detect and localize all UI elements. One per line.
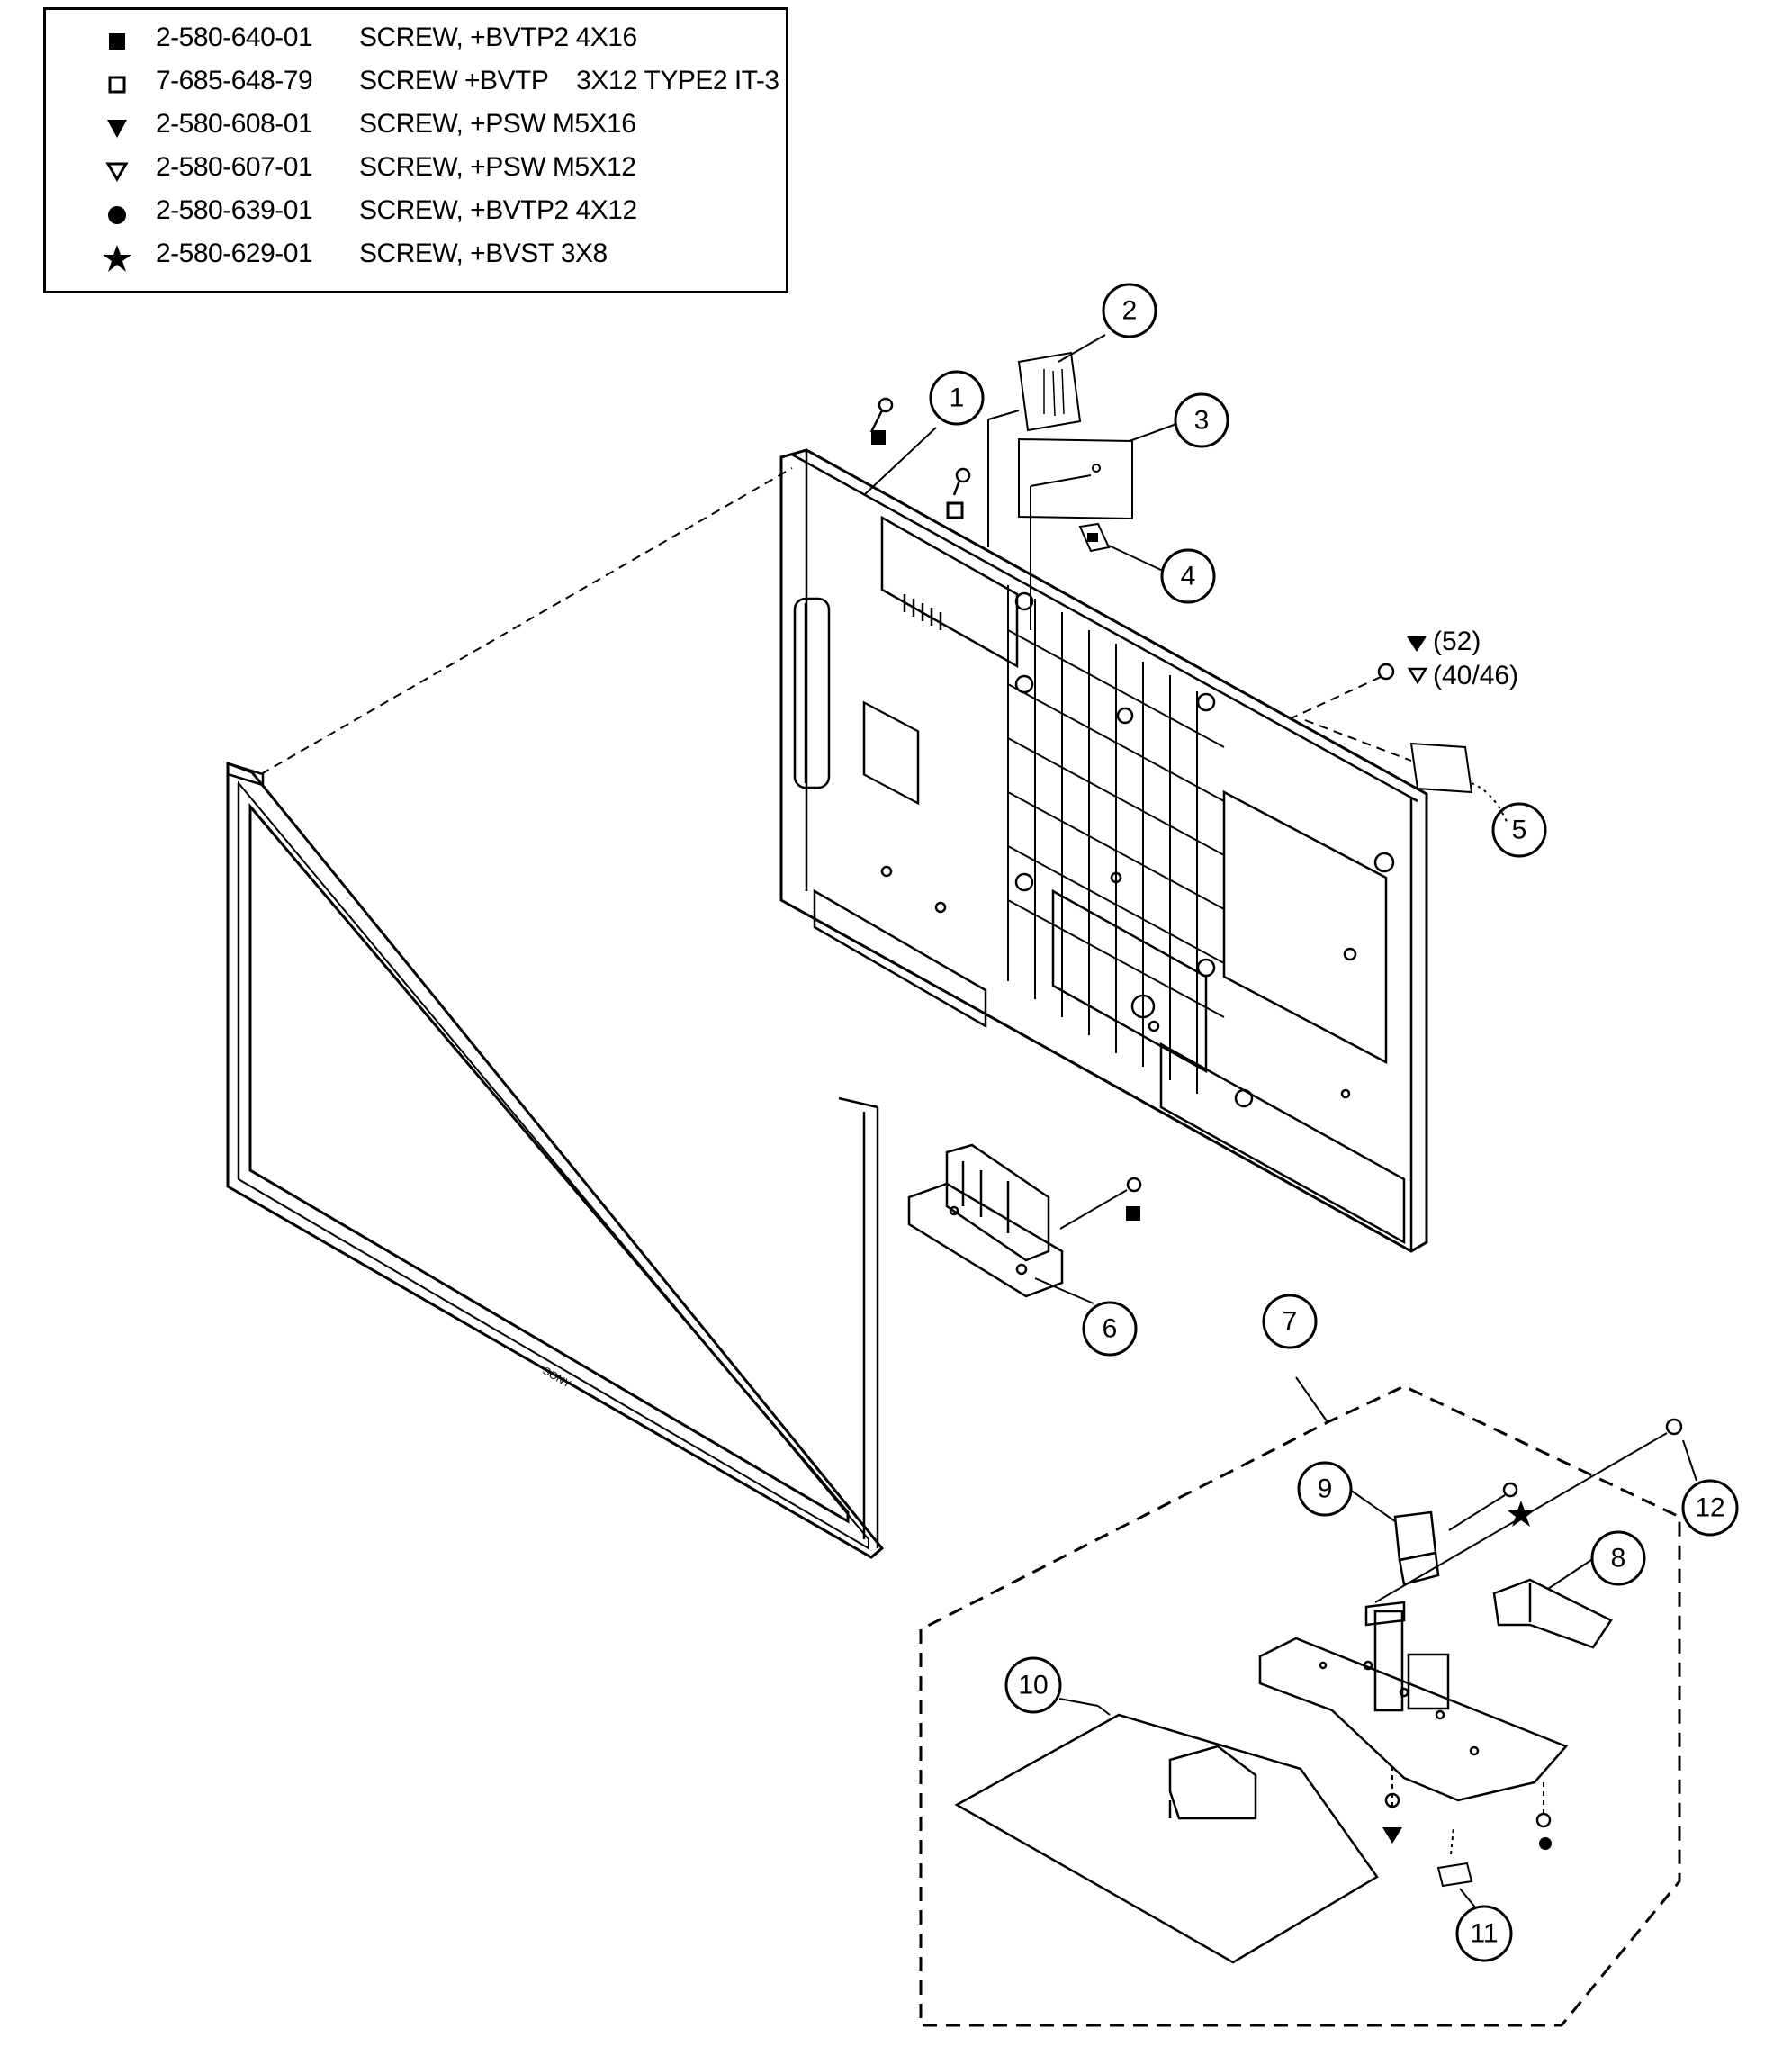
screw-star xyxy=(1448,1482,1535,1531)
screw-legend: 2-580-640-01 SCREW, +BVTP2 4X16 7-685-64… xyxy=(43,7,788,293)
svg-text:SONY: SONY xyxy=(541,1364,573,1390)
screw-12 xyxy=(1374,1418,1683,1603)
part-number: 2-580-607-01 xyxy=(156,152,313,182)
callout-8: 8 xyxy=(1547,1530,1646,1590)
callout-11-number: 11 xyxy=(1470,1919,1498,1949)
part-description: SCREW, +BVST 3X8 xyxy=(359,239,608,268)
callout-9: 9 xyxy=(1297,1461,1396,1522)
part-11-pad xyxy=(1436,1862,1473,1888)
callout-12-number: 12 xyxy=(1695,1493,1724,1523)
callout-7-number: 7 xyxy=(1283,1307,1298,1337)
open-triangle-down-icon xyxy=(105,162,129,182)
callout-8-number: 8 xyxy=(1611,1544,1626,1574)
callout-6-number: 6 xyxy=(1103,1314,1118,1344)
part-description: SCREW, +PSW M5X16 xyxy=(359,109,636,139)
part-2-label-sheet xyxy=(987,351,1082,547)
part-number: 2-580-639-01 xyxy=(156,195,313,225)
part-6-bracket xyxy=(907,1143,1142,1298)
stand-assembly-outline xyxy=(919,1384,1681,2027)
screw-open-square-top xyxy=(946,467,971,519)
legend-row: 2-580-629-01 SCREW, +BVST 3X8 xyxy=(46,237,786,280)
callout-4-number: 4 xyxy=(1181,562,1196,591)
callout-11: 11 xyxy=(1455,1888,1513,1962)
callout-3: 3 xyxy=(1129,392,1229,448)
callout-2: 2 xyxy=(1058,283,1157,363)
filled-square-icon xyxy=(109,33,125,50)
callout-5-number: 5 xyxy=(1512,816,1527,845)
part-number: 2-580-608-01 xyxy=(156,109,313,139)
star-icon xyxy=(103,245,131,272)
part-3-sheet xyxy=(1018,437,1133,630)
part-number: 7-685-648-79 xyxy=(156,66,313,95)
legend-row: 2-580-640-01 SCREW, +BVTP2 4X16 xyxy=(46,21,786,64)
part-9-bracket xyxy=(1393,1510,1440,1586)
filled-triangle-down-icon xyxy=(107,120,127,138)
part-number: 2-580-629-01 xyxy=(156,239,313,268)
open-square-icon xyxy=(108,76,126,94)
callout-7: 7 xyxy=(1262,1294,1318,1349)
callout-1-number: 1 xyxy=(950,383,965,413)
screw-circle-bottom xyxy=(1535,1778,1552,1850)
legend-row: 2-580-639-01 SCREW, +BVTP2 4X12 xyxy=(46,194,786,237)
part-10-stand-base xyxy=(954,1705,1379,1964)
legend-row: 7-685-648-79 SCREW +BVTP 3X12 TYPE2 IT-3 xyxy=(46,64,786,107)
stand-neck xyxy=(1258,1601,1569,1802)
part-description: SCREW, +BVTP2 4X12 xyxy=(359,195,637,225)
callout-10-number: 10 xyxy=(1018,1671,1048,1700)
part-description: SCREW, +BVTP2 4X16 xyxy=(359,23,637,52)
screw-note-40-46: (40/46) xyxy=(1433,661,1518,690)
part-8-clip xyxy=(1492,1578,1613,1649)
front-bezel: SONY xyxy=(226,761,885,1559)
callout-3-number: 3 xyxy=(1194,406,1210,436)
callout-10: 10 xyxy=(1004,1656,1099,1714)
part-description: SCREW, +PSW M5X12 xyxy=(359,152,636,182)
legend-row: 2-580-608-01 SCREW, +PSW M5X16 xyxy=(46,107,786,150)
filled-circle-icon xyxy=(108,206,126,224)
screw-triangle-bottom xyxy=(1382,1764,1402,1844)
callout-12: 12 xyxy=(1681,1439,1739,1537)
alignment-line xyxy=(260,467,793,775)
part-4-bracket xyxy=(1078,522,1111,553)
callout-6: 6 xyxy=(1034,1277,1138,1357)
screw-triangle-right xyxy=(1286,636,1428,721)
callout-1: 1 xyxy=(929,370,985,426)
callout-4: 4 xyxy=(1108,545,1216,604)
callout-2-number: 2 xyxy=(1122,296,1138,326)
callout-5: 5 xyxy=(1491,802,1547,858)
part-description: SCREW +BVTP 3X12 TYPE2 IT-3 xyxy=(359,66,779,95)
part-number: 2-580-640-01 xyxy=(156,23,313,52)
screw-filled-square-top xyxy=(869,397,894,445)
legend-row: 2-580-607-01 SCREW, +PSW M5X12 xyxy=(46,150,786,194)
callout-9-number: 9 xyxy=(1318,1474,1333,1504)
screw-note-52: (52) xyxy=(1433,627,1481,656)
rear-cover xyxy=(779,448,1428,1253)
part-5-label xyxy=(1304,719,1508,825)
